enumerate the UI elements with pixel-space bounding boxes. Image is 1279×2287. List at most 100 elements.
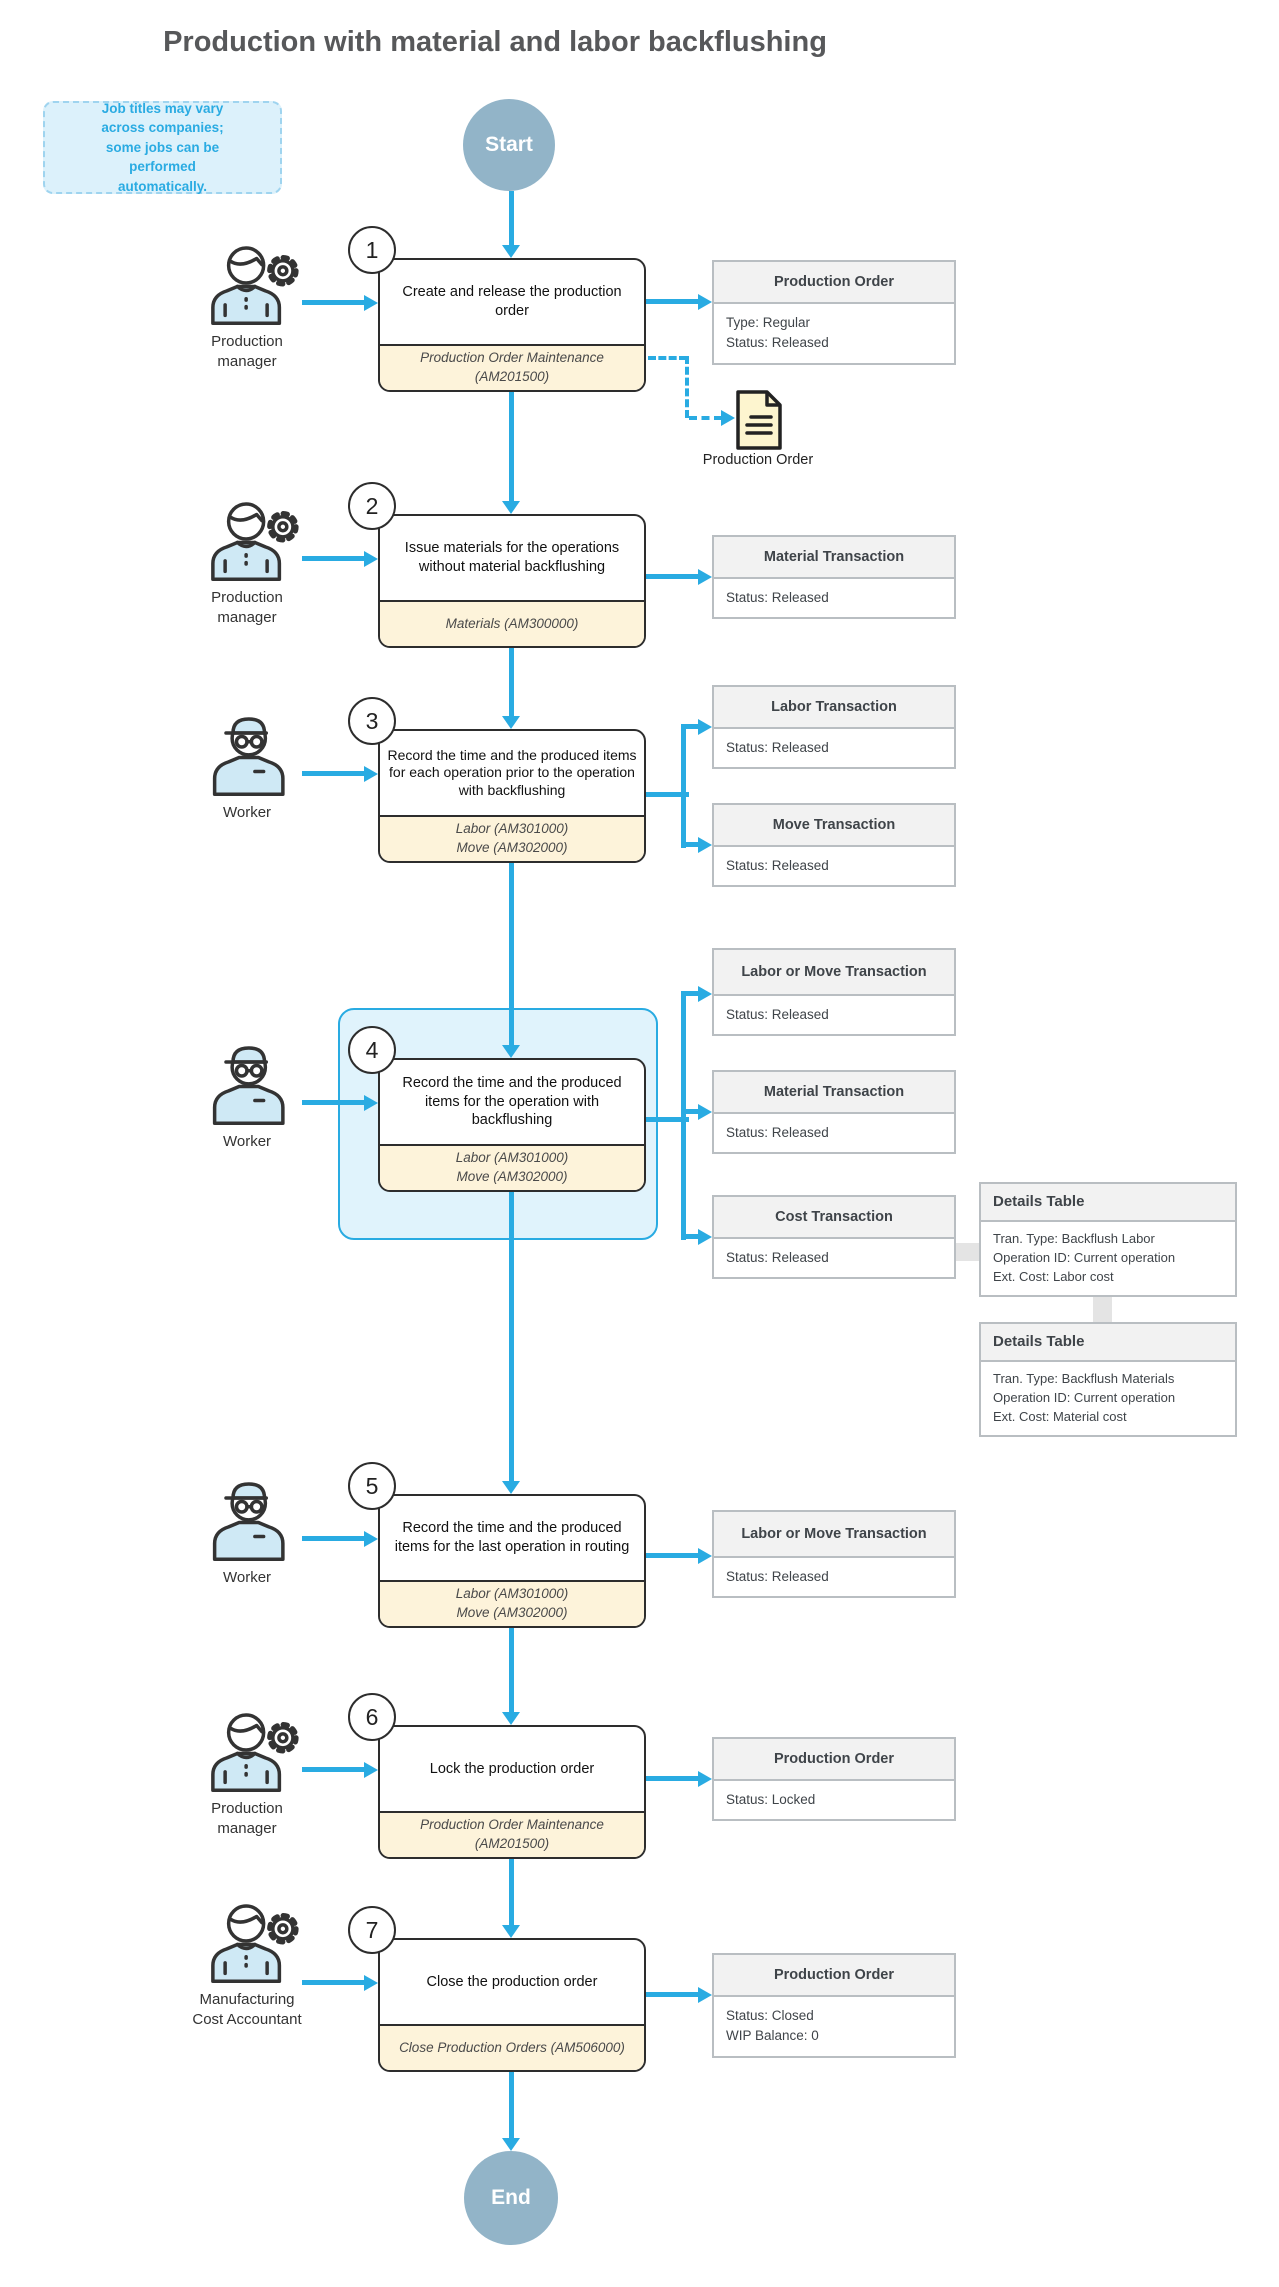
flow-arrowhead-step6 [502,1712,520,1725]
table-line: Status: Released [726,590,829,605]
worker-icon [212,717,285,796]
actor-arrowhead-step6 [364,1762,378,1778]
actor-label: Production manager [211,1800,283,1838]
flow-line-step3-step4 [509,863,514,1045]
table-line: Status: Released [726,335,829,351]
table-line: Tran. Type: Backflush Labor [993,1231,1155,1246]
table-title: Labor or Move Transaction [714,950,954,996]
gray-connector-cost-details [954,1243,979,1261]
actor-arrow-step4 [302,1100,366,1105]
dashed-connector-h2 [689,416,722,420]
page-title: Production with material and labor backf… [163,26,827,58]
production-manager-icon [195,1708,299,1792]
branch-stub-step4 [646,1117,689,1122]
table-line: Status: Locked [726,1792,816,1807]
screen-line: Labor (AM301000) [455,1586,569,1602]
start-node: Start [463,99,555,191]
output-arrowhead-step1 [698,294,712,310]
step-3-number: 3 [348,697,396,745]
step-4-screen: Labor (AM301000) Move (AM302000) [380,1144,644,1190]
branch-arrowhead-step3-move [698,837,712,853]
table-line: Status: Released [726,1125,829,1140]
actor-label: Manufacturing Cost Accountant [192,1991,302,2029]
artifact-cost-transaction: Cost Transaction Status: Released [712,1195,956,1280]
end-node: End [464,2151,558,2245]
screen-line: Materials (AM300000) [445,615,579,631]
step-2-number: 2 [348,482,396,530]
output-arrowhead-step7 [698,1987,712,2003]
manufacturing-cost-accountant-icon [195,1899,299,1983]
step-7-text: Close the production order [426,1973,598,1990]
flow-arrowhead-step2 [502,501,520,514]
step-2-screen: Materials (AM300000) [380,600,644,646]
document-icon [736,390,782,450]
branch-arrow-step4-labormove [684,991,700,996]
screen-line: Labor (AM301000) [455,821,569,837]
table-title: Production Order [714,262,954,304]
branch-arrow-step3-labor [684,724,700,729]
branch-line-step3 [681,724,686,848]
table-title: Move Transaction [714,805,954,847]
output-arrowhead-step5 [698,1548,712,1564]
screen-line: (AM201500) [474,1836,550,1851]
gray-connector-details-details [1093,1297,1112,1324]
branch-arrowhead-step3-labor [698,719,712,735]
table-line: Ext. Cost: Material cost [993,1408,1127,1424]
artifact-material-transaction-1: Material Transaction Status: Released [712,535,956,620]
screen-line: Production Order Maintenance [420,350,604,366]
screen-line: Move (AM302000) [456,1605,568,1620]
artifact-production-order-3: Production Order Status: Closed WIP Bala… [712,1953,956,2058]
table-line: Status: Closed [726,2008,814,2023]
actor-production-manager-3: Production manager [157,1708,337,1840]
actor-production-manager-2: Production manager [157,497,337,629]
step-3-screen: Labor (AM301000) Move (AM302000) [380,815,644,861]
output-arrow-step7 [646,1992,698,1997]
output-arrow-step1 [646,299,698,304]
output-arrow-step5 [646,1553,698,1558]
table-line: Tran. Type: Backflush Materials [993,1371,1175,1386]
actor-production-manager-1: Production manager [157,241,337,373]
step-4-box: Record the time and the produced items f… [378,1058,646,1192]
actor-label: Production manager [211,589,283,627]
artifact-labor-or-move-transaction-2: Labor or Move Transaction Status: Releas… [712,1510,956,1599]
table-line: Type: Regular [726,315,811,330]
table-title: Labor or Move Transaction [714,1512,954,1558]
flow-arrowhead-step3 [502,716,520,729]
details-table-backflush-labor: Details Table Tran. Type: Backflush Labo… [979,1182,1237,1297]
dashed-connector-h1 [648,356,687,360]
step-5-text: Record the time and the produced items f… [394,1520,630,1555]
artifact-production-order-1: Production Order Type: Regular Status: R… [712,260,956,365]
flow-arrowhead-step7 [502,1925,520,1938]
branch-arrowhead-step4-labormove [698,986,712,1002]
actor-worker-2: Worker [157,1041,337,1152]
step-5-number: 5 [348,1462,396,1510]
actor-label: Production manager [211,333,283,371]
screen-line: Production Order Maintenance [420,1817,604,1833]
flow-arrowhead-step1 [502,245,520,258]
production-manager-icon [195,497,299,581]
table-title: Cost Transaction [714,1197,954,1239]
actor-arrowhead-step5 [364,1531,378,1547]
step-2-box: Issue materials for the operations witho… [378,514,646,648]
branch-arrow-step3-move [684,842,700,847]
branch-arrow-step4-cost [684,1234,700,1239]
output-arrowhead-step2 [698,569,712,585]
actor-label: Worker [222,804,272,821]
actor-arrow-step5 [302,1536,366,1541]
screen-line: Labor (AM301000) [455,1150,569,1166]
flow-line-step1-step2 [509,392,514,501]
step-3-box: Record the time and the produced items f… [378,729,646,863]
production-manager-icon [195,241,299,325]
branch-stub-step3 [646,792,689,797]
document-label: Production Order [702,452,814,468]
output-arrow-step6 [646,1776,698,1781]
actor-label: Worker [222,1133,272,1150]
actor-arrow-step3 [302,771,366,776]
table-line: WIP Balance: 0 [726,2028,819,2044]
step-7-screen: Close Production Orders (AM506000) [380,2024,644,2070]
table-title: Material Transaction [714,1072,954,1114]
step-6-number: 6 [348,1693,396,1741]
step-4-number: 4 [348,1026,396,1074]
screen-line: Move (AM302000) [456,1169,568,1184]
actor-worker-1: Worker [157,712,337,823]
